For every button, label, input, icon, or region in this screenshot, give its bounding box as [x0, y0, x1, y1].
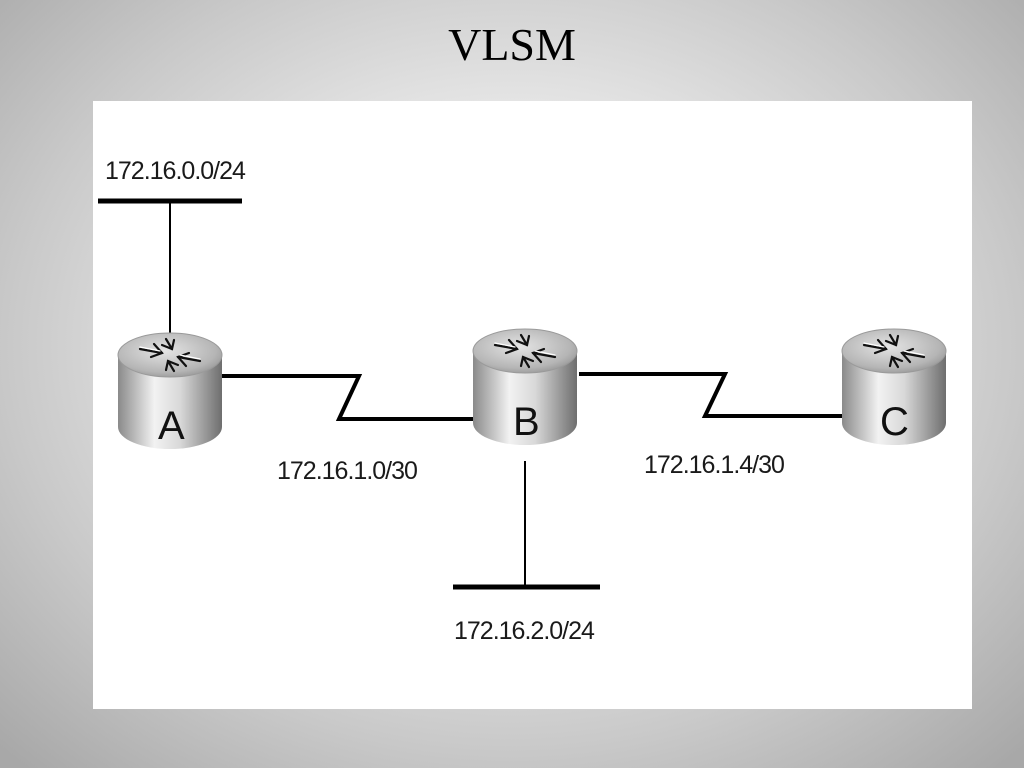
router-b-label: B	[513, 400, 540, 444]
lan-a-network-label: 172.16.0.0/24	[105, 157, 246, 185]
router-c: C	[840, 327, 948, 447]
serial-link-ab	[221, 374, 477, 421]
router-a: A	[116, 331, 224, 451]
lan-b-network-label: 172.16.2.0/24	[454, 617, 595, 645]
router-c-label: C	[880, 400, 909, 444]
router-a-label: A	[158, 404, 185, 448]
slide-title: VLSM	[448, 19, 576, 70]
link-ab-network-label: 172.16.1.0/30	[277, 457, 417, 485]
network-diagram-canvas: A B C 172.16.0.0/24 172.16.1.0/30 172.16…	[98, 157, 948, 645]
network-diagram: A B C 172.16.0.0/24 172.16.1.0/30 172.16…	[93, 101, 972, 709]
serial-link-bc	[579, 372, 845, 418]
link-bc-network-label: 172.16.1.4/30	[644, 451, 784, 479]
router-b: B	[471, 327, 579, 447]
